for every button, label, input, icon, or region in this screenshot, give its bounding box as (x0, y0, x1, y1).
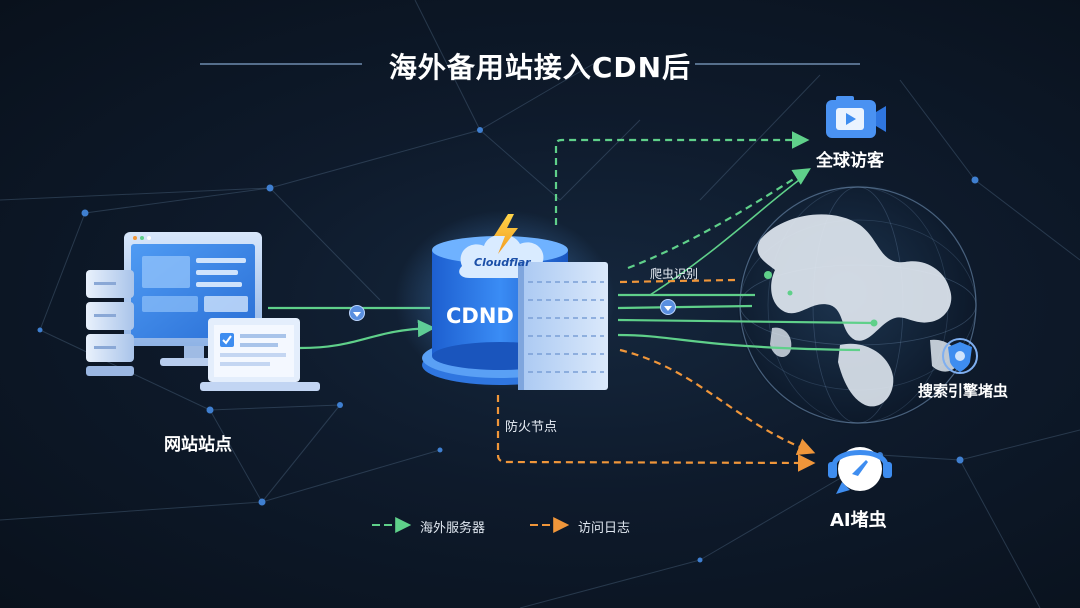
globe (738, 185, 978, 425)
ai-headset-icon (828, 447, 892, 494)
crawler-edge-label: 爬虫识别 (650, 267, 699, 281)
cdn-icon (395, 210, 615, 390)
background-nodes (37, 127, 979, 563)
cloud-label: Cloudflar (474, 256, 531, 269)
website-icon (86, 232, 320, 391)
legend-orange-label: 访问日志 (578, 521, 631, 536)
cdn-label: CDND (446, 304, 514, 328)
ai-bot-label: AI堵虫 (830, 510, 887, 531)
shield-bot-icon (942, 338, 978, 374)
line-markers (349, 299, 676, 321)
firewall-edge-label: 防火节点 (505, 420, 558, 435)
video-camera-icon (826, 96, 886, 138)
website-label: 网站站点 (164, 435, 232, 455)
legend-green-label: 海外服务器 (420, 521, 486, 536)
flow-arrows (268, 131, 875, 472)
visitors-label: 全球访客 (816, 151, 884, 171)
diagram-title: 海外备用站接入CDN后 (388, 51, 692, 84)
search-bot-label: 搜索引擎堵虫 (918, 382, 1009, 400)
